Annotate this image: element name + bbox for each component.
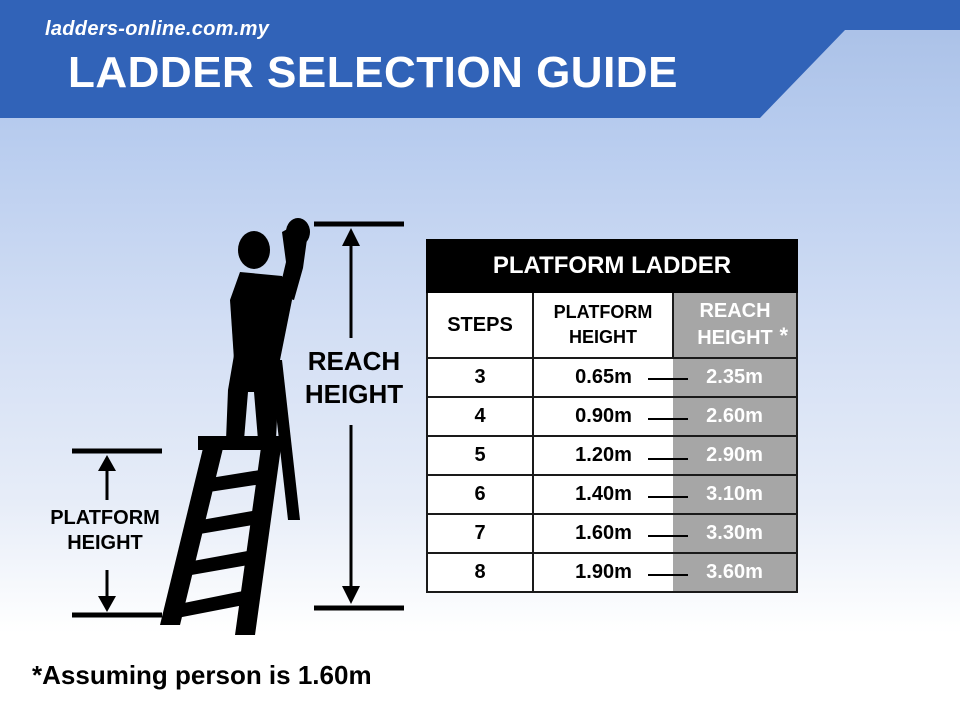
table-title: PLATFORM LADDER (426, 239, 798, 293)
cell-steps: 5 (426, 435, 534, 476)
cell-steps: 8 (426, 552, 534, 593)
row-connector-line (648, 496, 688, 498)
table-row: 6 1.40m 3.10m (426, 474, 798, 515)
cell-steps: 4 (426, 396, 534, 437)
header-reach-height: REACH HEIGHT * (672, 291, 798, 359)
cell-reach-height: 3.30m (673, 513, 798, 554)
cell-reach-height: 2.35m (673, 357, 798, 398)
cell-platform-height: 1.40m (532, 474, 673, 515)
row-connector-line (648, 574, 688, 576)
footnote: *Assuming person is 1.60m (32, 660, 372, 690)
page-title: LADDER SELECTION GUIDE (68, 48, 678, 97)
cell-reach-height: 2.60m (673, 396, 798, 437)
cell-steps: 3 (426, 357, 534, 398)
cell-steps: 7 (426, 513, 534, 554)
cell-platform-height: 0.65m (532, 357, 673, 398)
cell-reach-height: 3.10m (673, 474, 798, 515)
header-banner (0, 0, 960, 118)
arrow-up-icon (342, 228, 360, 246)
cell-reach-height: 3.60m (673, 552, 798, 593)
platform-height-marker (72, 448, 162, 618)
row-connector-line (648, 535, 688, 537)
cell-platform-height: 1.20m (532, 435, 673, 476)
row-connector-line (648, 378, 688, 380)
site-url: ladders-online.com.my (45, 18, 270, 40)
table-row: 5 1.20m 2.90m (426, 435, 798, 476)
row-connector-line (648, 458, 688, 460)
reach-footnote-marker: * (779, 323, 788, 348)
header-steps: STEPS (426, 291, 534, 359)
cell-platform-height: 1.90m (532, 552, 673, 593)
table-row: 8 1.90m 3.60m (426, 552, 798, 593)
arrow-up-icon (98, 455, 116, 471)
arrow-down-icon (342, 586, 360, 604)
row-connector-line (648, 418, 688, 420)
header-platform-height: PLATFORM HEIGHT (532, 291, 674, 359)
platform-height-label: PLATFORM HEIGHT (50, 507, 160, 554)
arrow-down-icon (98, 596, 116, 612)
reach-height-marker (314, 221, 404, 611)
table-row: 3 0.65m 2.35m (426, 357, 798, 398)
cell-platform-height: 0.90m (532, 396, 673, 437)
table-row: 4 0.90m 2.60m (426, 396, 798, 437)
person-silhouette-icon (226, 218, 310, 440)
reach-height-label: REACH HEIGHT (304, 346, 404, 409)
cell-reach-height: 2.90m (673, 435, 798, 476)
table-row: 7 1.60m 3.30m (426, 513, 798, 554)
cell-steps: 6 (426, 474, 534, 515)
cell-platform-height: 1.60m (532, 513, 673, 554)
platform-ladder-table: PLATFORM LADDER STEPS PLATFORM HEIGHT RE… (426, 239, 798, 593)
ladder-illustration (72, 218, 404, 635)
